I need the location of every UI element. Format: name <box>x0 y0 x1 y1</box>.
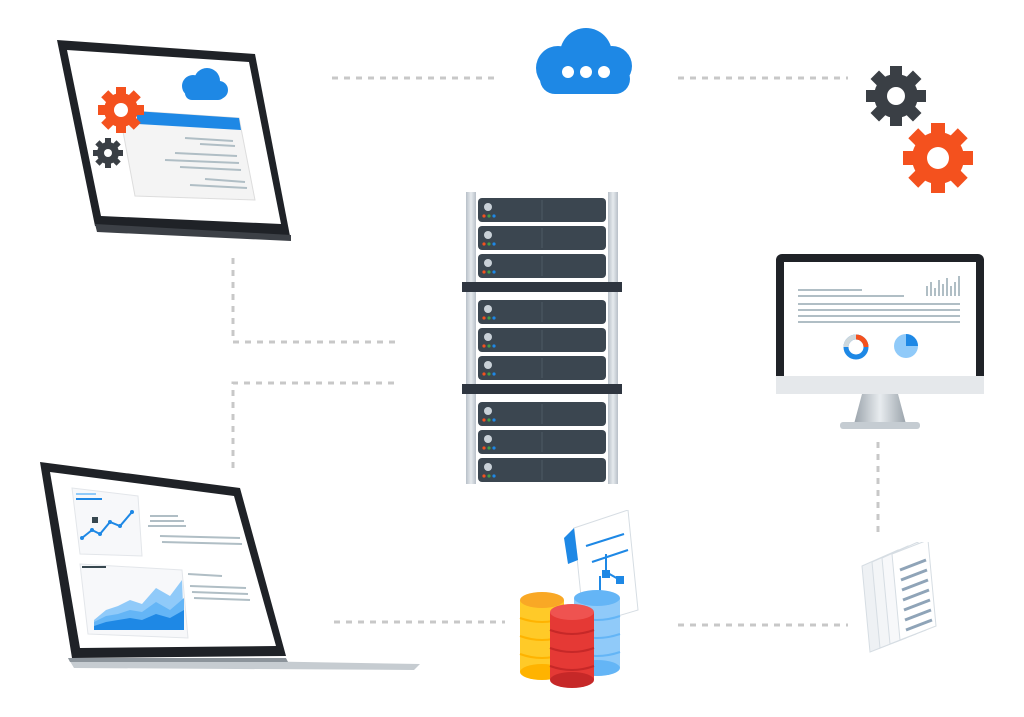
connector-dashboard-server <box>231 381 398 468</box>
server-unit <box>478 198 606 222</box>
cloud-icon <box>530 26 638 98</box>
server-unit <box>478 328 606 352</box>
laptop-settings-icon <box>55 38 295 243</box>
gears-icon <box>860 62 980 197</box>
laptop-dashboard-icon <box>38 460 423 672</box>
database-icon <box>516 510 656 690</box>
server-unit <box>478 356 606 380</box>
server-unit <box>478 402 606 426</box>
connector-laptop-server <box>231 258 398 344</box>
desktop-monitor-icon <box>774 252 986 432</box>
documents-icon <box>858 542 948 657</box>
server-unit <box>478 254 606 278</box>
server-unit <box>478 458 606 482</box>
server-unit <box>478 226 606 250</box>
server-unit <box>478 430 606 454</box>
server-unit <box>478 300 606 324</box>
server-rack-icon <box>462 192 622 488</box>
